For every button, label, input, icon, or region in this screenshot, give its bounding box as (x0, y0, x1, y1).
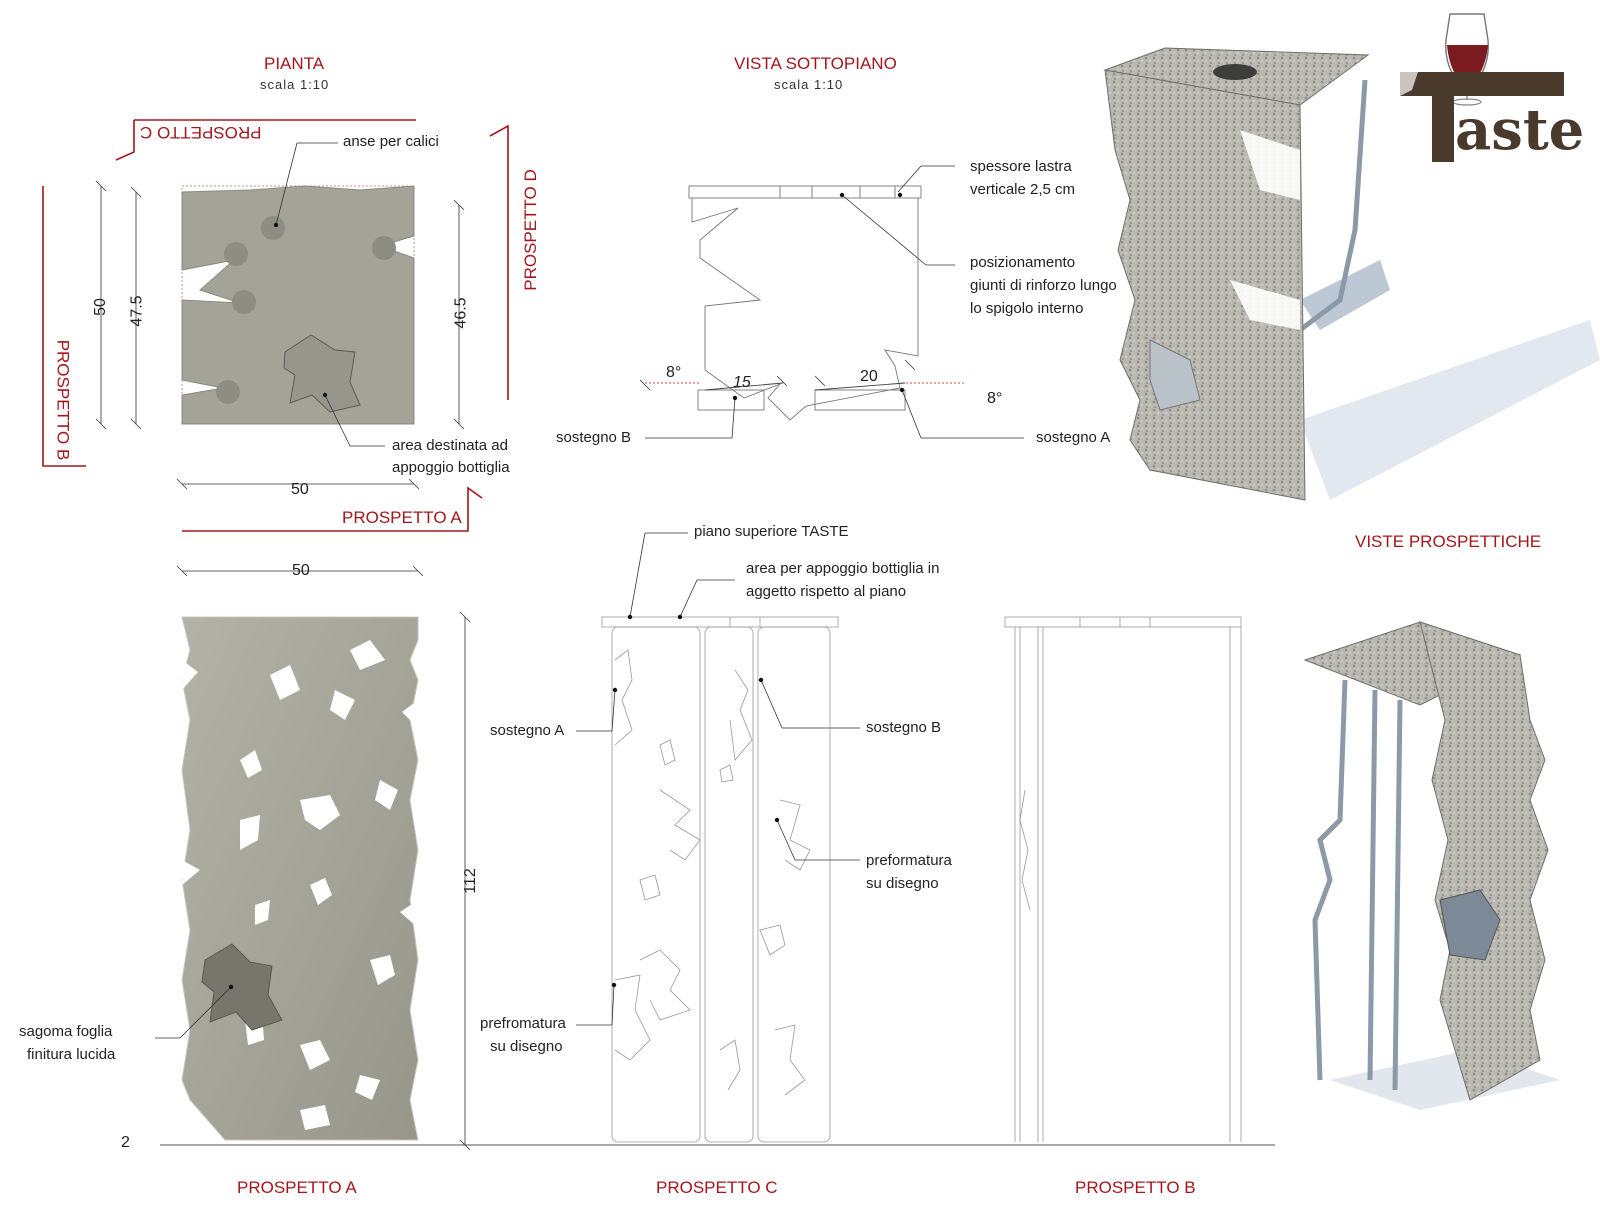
vista-title: VISTA SOTTOPIANO (734, 54, 897, 73)
label-area-app-2: aggetto rispetto al piano (746, 583, 907, 600)
dim-50-left: 50 (91, 298, 109, 316)
elevation-c-leaders (576, 532, 860, 1026)
label-area-app-1: area per appoggio bottiglia in (746, 560, 940, 577)
label-sostegno-a-vista: sostegno A (1036, 429, 1111, 446)
dim-50-top: 50 (292, 562, 310, 579)
label-prefrom-2: su disegno (490, 1038, 563, 1055)
perspective-render-bottom (1303, 621, 1560, 1110)
label-giunti-1: posizionamento (970, 254, 1076, 271)
dim-112: 112 (461, 868, 479, 894)
label-piano-sup: piano superiore TASTE (694, 523, 849, 540)
dim-angle-left: 8° (666, 364, 682, 381)
label-prefrom-1: prefromatura (480, 1015, 566, 1032)
underside-leaders (639, 165, 1024, 439)
dim-angle-right: 8° (987, 390, 1003, 407)
underside-dots (732, 192, 905, 401)
underside-view (645, 185, 965, 421)
marker-prospetto-b: PROSPETTO B (53, 339, 73, 461)
page-number: 2 (121, 1134, 130, 1151)
plan-view (42, 119, 509, 532)
pianta-scale: scala 1:10 (260, 77, 330, 92)
dim-47-5: 47.5 (128, 295, 146, 327)
elevation-b (1004, 616, 1242, 1142)
elevation-a-panel (181, 616, 419, 1141)
label-sostegno-b-elev: sostegno B (866, 719, 942, 736)
elevation-c (601, 616, 839, 1143)
dim-50-bottom: 50 (291, 481, 309, 498)
dim-15: 15 (733, 374, 751, 391)
title-prospetto-c: PROSPETTO C (656, 1178, 778, 1197)
title-prospetto-a: PROSPETTO A (237, 1178, 357, 1197)
vista-scale: scala 1:10 (774, 77, 844, 92)
label-sagoma-2: finitura lucida (27, 1046, 116, 1063)
bottle-area-shape (283, 334, 361, 413)
title-viste-prospettiche: VISTE PROSPETTICHE (1355, 532, 1542, 551)
dim-46-5: 46.5 (452, 297, 470, 329)
taste-logo (1400, 13, 1564, 162)
leaf-shape (201, 943, 283, 1031)
pianta-title: PIANTA (264, 54, 325, 73)
label-sagoma-1: sagoma foglia (19, 1023, 113, 1040)
label-preform-1: preformatura (866, 852, 952, 869)
marker-prospetto-c: PROSPETTO C (140, 123, 262, 142)
marker-prospetto-d: PROSPETTO D (520, 169, 540, 291)
label-anse: anse per calici (343, 133, 439, 150)
label-spessore-2: verticale 2,5 cm (970, 181, 1076, 198)
elevation-c-dots (611, 614, 780, 988)
title-prospetto-b: PROSPETTO B (1075, 1178, 1196, 1197)
label-giunti-2: giunti di rinforzo lungo (970, 277, 1117, 294)
label-area-1: area destinata ad (392, 437, 508, 454)
label-area-2: appoggio bottiglia (392, 459, 510, 476)
label-sostegno-b-vista: sostegno B (556, 429, 632, 446)
label-spessore-1: spessore lastra (970, 158, 1072, 175)
label-sostegno-a-elev: sostegno A (490, 722, 565, 739)
label-preform-2: su disegno (866, 875, 939, 892)
label-giunti-3: lo spigolo interno (970, 300, 1084, 317)
marker-prospetto-a: PROSPETTO A (342, 508, 462, 527)
logo-text: aste (1455, 97, 1585, 163)
dim-20: 20 (860, 368, 878, 385)
elevation-a (155, 565, 471, 1151)
perspective-render-top (1103, 47, 1600, 501)
